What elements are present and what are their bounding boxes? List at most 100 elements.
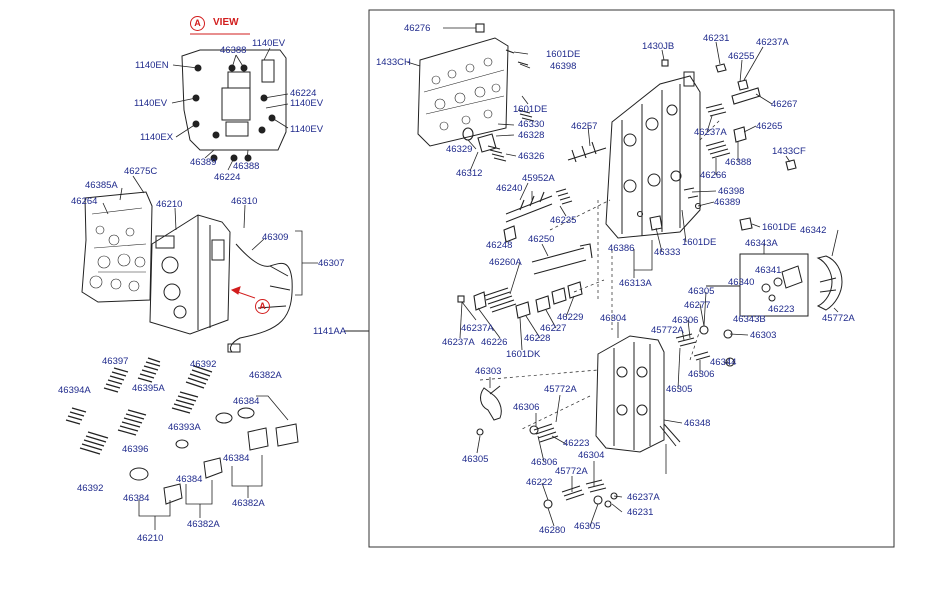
- part-label[interactable]: 1601DE: [513, 104, 548, 115]
- part-label[interactable]: 46393A: [168, 422, 201, 433]
- part-label[interactable]: 46223: [563, 438, 590, 449]
- part-label[interactable]: 46328: [518, 130, 545, 141]
- part-label[interactable]: 1140EX: [140, 132, 174, 143]
- part-label[interactable]: 46305: [688, 286, 715, 297]
- part-label[interactable]: 46306: [688, 369, 715, 380]
- part-label[interactable]: 46388: [725, 157, 752, 168]
- part-label[interactable]: 46348: [684, 418, 711, 429]
- part-label[interactable]: 1140EV: [290, 98, 324, 109]
- part-label[interactable]: 46277: [684, 300, 711, 311]
- part-label[interactable]: 1430JB: [642, 41, 675, 52]
- part-label[interactable]: 46340: [728, 277, 755, 288]
- part-label[interactable]: 46392: [77, 483, 104, 494]
- part-label[interactable]: 45772A: [822, 313, 855, 324]
- part-label[interactable]: 46395A: [132, 383, 165, 394]
- part-label[interactable]: 46398: [550, 61, 577, 72]
- part-label[interactable]: 46255: [728, 51, 755, 62]
- part-label[interactable]: 46227: [540, 323, 567, 334]
- part-label[interactable]: 46333: [654, 247, 681, 258]
- part-label[interactable]: 46226: [481, 337, 508, 348]
- part-label[interactable]: 46224: [290, 88, 317, 99]
- part-label[interactable]: 46237A: [694, 127, 727, 138]
- part-label[interactable]: 46237A: [442, 337, 475, 348]
- part-label[interactable]: 46306: [531, 457, 558, 468]
- part-label[interactable]: 46237A: [627, 492, 660, 503]
- part-label[interactable]: 46329: [446, 144, 473, 155]
- part-label[interactable]: 46342: [800, 225, 827, 236]
- part-label[interactable]: 46382A: [232, 498, 265, 509]
- part-label[interactable]: 46304: [578, 450, 605, 461]
- part-label[interactable]: 46303: [750, 330, 777, 341]
- part-label[interactable]: 1140EV: [134, 98, 168, 109]
- part-label[interactable]: 46280: [539, 525, 566, 536]
- part-label[interactable]: 1140EN: [135, 60, 169, 71]
- part-label[interactable]: 46237A: [461, 323, 494, 334]
- part-label[interactable]: 46304: [600, 313, 627, 324]
- part-label[interactable]: 1433CH: [376, 57, 411, 68]
- part-label[interactable]: 46210: [137, 533, 164, 544]
- part-label[interactable]: 46384: [123, 493, 150, 504]
- part-label[interactable]: 46392: [190, 359, 217, 370]
- part-label[interactable]: 46386: [608, 243, 635, 254]
- part-label[interactable]: 46396: [122, 444, 149, 455]
- part-label[interactable]: 46306: [672, 315, 699, 326]
- part-label[interactable]: 1433CF: [772, 146, 806, 157]
- part-label[interactable]: 46237A: [756, 37, 789, 48]
- part-label[interactable]: 46266: [700, 170, 727, 181]
- part-label[interactable]: 46224: [214, 172, 241, 183]
- part-label[interactable]: 46341: [755, 265, 782, 276]
- part-label[interactable]: 46223: [768, 304, 795, 315]
- part-label[interactable]: 45952A: [522, 173, 555, 184]
- part-label[interactable]: 46343A: [745, 238, 778, 249]
- part-label[interactable]: 46382A: [249, 370, 282, 381]
- part-label[interactable]: 46276: [404, 23, 431, 34]
- part-label[interactable]: 46229: [557, 312, 584, 323]
- part-label[interactable]: 1601DE: [762, 222, 797, 233]
- part-label[interactable]: 46384: [176, 474, 203, 485]
- part-label[interactable]: 46343B: [733, 314, 766, 325]
- part-label[interactable]: 46228: [524, 333, 551, 344]
- part-label[interactable]: 45772A: [651, 325, 684, 336]
- part-label[interactable]: 1140EV: [290, 124, 324, 135]
- part-label[interactable]: 46260A: [489, 257, 522, 268]
- part-label[interactable]: 46275C: [124, 166, 158, 177]
- part-label[interactable]: 46250: [528, 234, 555, 245]
- part-label[interactable]: 46313A: [619, 278, 652, 289]
- part-label[interactable]: 46389: [714, 197, 741, 208]
- part-label[interactable]: 46384: [223, 453, 250, 464]
- part-label[interactable]: 46384: [233, 396, 260, 407]
- part-label[interactable]: 46385A: [85, 180, 118, 191]
- part-label[interactable]: 1601DE: [682, 237, 717, 248]
- part-label[interactable]: 46231: [703, 33, 730, 44]
- part-label[interactable]: 45772A: [555, 466, 588, 477]
- part-label[interactable]: 46389: [190, 157, 217, 168]
- part-label[interactable]: 46267: [771, 99, 798, 110]
- part-label[interactable]: 46388: [233, 161, 260, 172]
- part-label[interactable]: 46210: [156, 199, 183, 210]
- part-label[interactable]: 46344: [710, 357, 737, 368]
- part-label[interactable]: 46326: [518, 151, 545, 162]
- part-label[interactable]: 1601DK: [506, 349, 541, 360]
- part-label[interactable]: 46397: [102, 356, 129, 367]
- part-label[interactable]: 46388: [220, 45, 247, 56]
- part-label[interactable]: 46305: [462, 454, 489, 465]
- part-label[interactable]: 46306: [513, 402, 540, 413]
- part-label[interactable]: 46309: [262, 232, 289, 243]
- part-label[interactable]: 46222: [526, 477, 553, 488]
- part-label[interactable]: 46305: [574, 521, 601, 532]
- part-label[interactable]: 46394A: [58, 385, 91, 396]
- part-label[interactable]: 1601DE: [546, 49, 581, 60]
- part-label[interactable]: 46265: [756, 121, 783, 132]
- part-label[interactable]: 46398: [718, 186, 745, 197]
- part-label[interactable]: 46312: [456, 168, 483, 179]
- part-label[interactable]: 45772A: [544, 384, 577, 395]
- part-label[interactable]: 1141AA: [313, 326, 347, 337]
- part-label[interactable]: 1140EV: [252, 38, 286, 49]
- part-label[interactable]: 46248: [486, 240, 513, 251]
- part-label[interactable]: 46305: [666, 384, 693, 395]
- part-label[interactable]: 46307: [318, 258, 345, 269]
- part-label[interactable]: 46264: [71, 196, 98, 207]
- part-label[interactable]: 46231: [627, 507, 654, 518]
- part-label[interactable]: 46310: [231, 196, 258, 207]
- part-label[interactable]: 46235: [550, 215, 577, 226]
